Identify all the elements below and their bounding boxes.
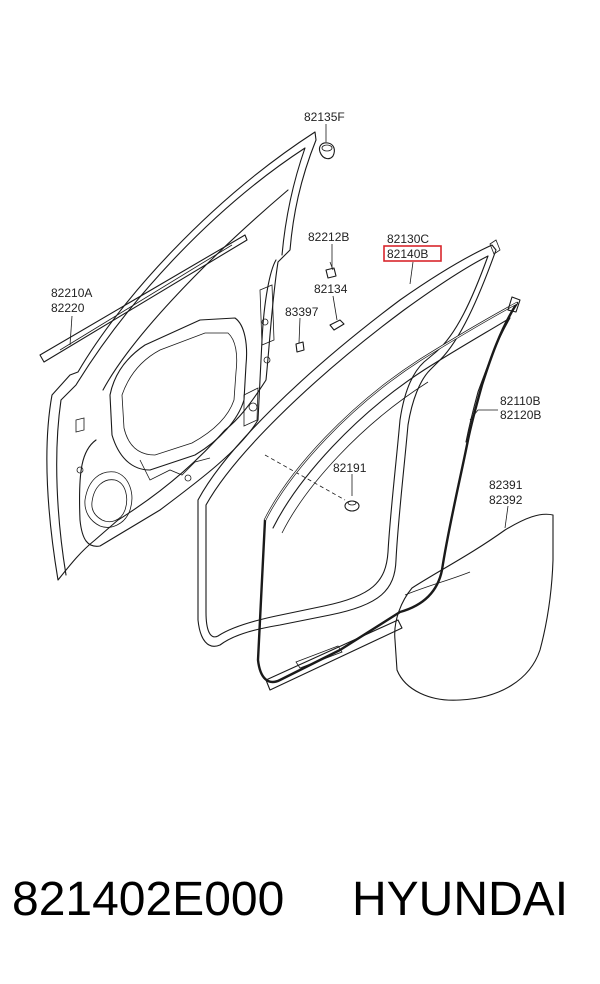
label-82212B: 82212B — [308, 230, 349, 244]
label-82110B: 82110B — [500, 394, 540, 408]
door-shell — [46, 131, 317, 581]
weatherstrip-82110B — [256, 296, 521, 691]
fastener-82212B — [325, 261, 337, 279]
label-82210A: 82210A — [51, 286, 92, 300]
label-82140B: 82140B — [387, 247, 428, 261]
label-82130C: 82130C — [387, 232, 429, 246]
label-82135F: 82135F — [304, 110, 345, 124]
part-labels: 82135F 82212B 82134 83397 82130C 82140B … — [51, 110, 541, 507]
part-number: 821402E000 — [12, 873, 285, 926]
label-82220: 82220 — [51, 301, 85, 315]
door-trim-panel — [394, 513, 554, 701]
plug-83397 — [295, 341, 305, 353]
highlight-box — [383, 245, 442, 262]
label-82120B: 82120B — [500, 408, 541, 422]
brand-name: HYUNDAI — [352, 873, 569, 926]
label-82134: 82134 — [314, 282, 348, 296]
label-82392: 82392 — [489, 493, 523, 507]
fastener-82135F — [318, 142, 335, 160]
clip-82134 — [329, 319, 345, 331]
belt-moulding — [39, 234, 248, 363]
footer-caption: 821402E000 HYUNDAI — [0, 872, 600, 942]
weatherstrip-82140B — [197, 239, 501, 647]
label-82191: 82191 — [333, 461, 367, 475]
label-83397: 83397 — [285, 305, 319, 319]
leader-lines — [69, 124, 509, 529]
grommet-82191 — [344, 500, 360, 512]
label-82391: 82391 — [489, 478, 523, 492]
